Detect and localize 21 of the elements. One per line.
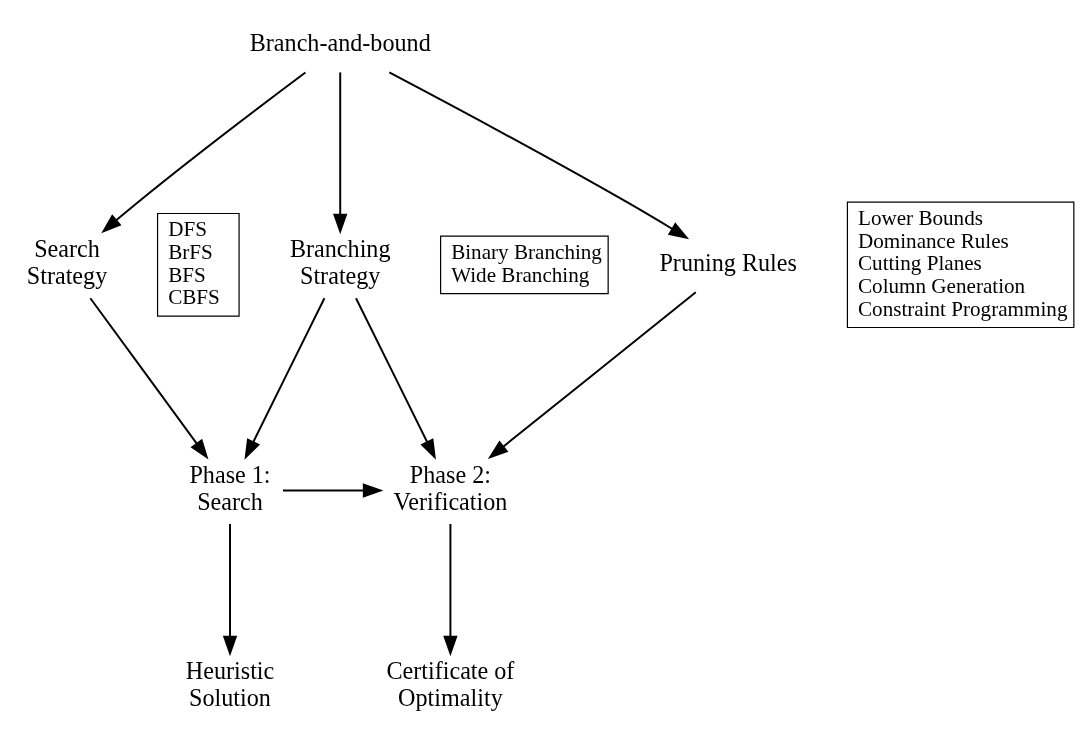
arrow [487,291,697,459]
arrow [281,483,384,498]
node-text: Branching Strategy [289,234,391,290]
arrow [443,522,458,657]
arrow [244,297,326,460]
arrow [101,71,307,234]
node-text: Phase 2: Verification [393,460,508,515]
arrow [222,522,238,657]
node-text: Branch-and-bound [249,28,431,56]
node-text: Search Strategy [26,234,108,290]
node-text: Pruning Rules [659,248,797,276]
node-text: Phase 1: Search [189,460,271,515]
node-box: DFS BrFS BFS CBFS [156,212,240,317]
node-box: Lower Bounds Dominance Rules Cutting Planes Column Generation Constraint Programming [846,201,1075,329]
arrow [388,71,690,240]
arrow [333,71,348,235]
arrow [355,297,436,460]
node-text: Certificate of Optimality [386,656,515,712]
node-box: Binary Branching Wide Branching [440,235,609,295]
arrow [89,297,209,460]
node-text: Heuristic Solution [185,656,275,712]
